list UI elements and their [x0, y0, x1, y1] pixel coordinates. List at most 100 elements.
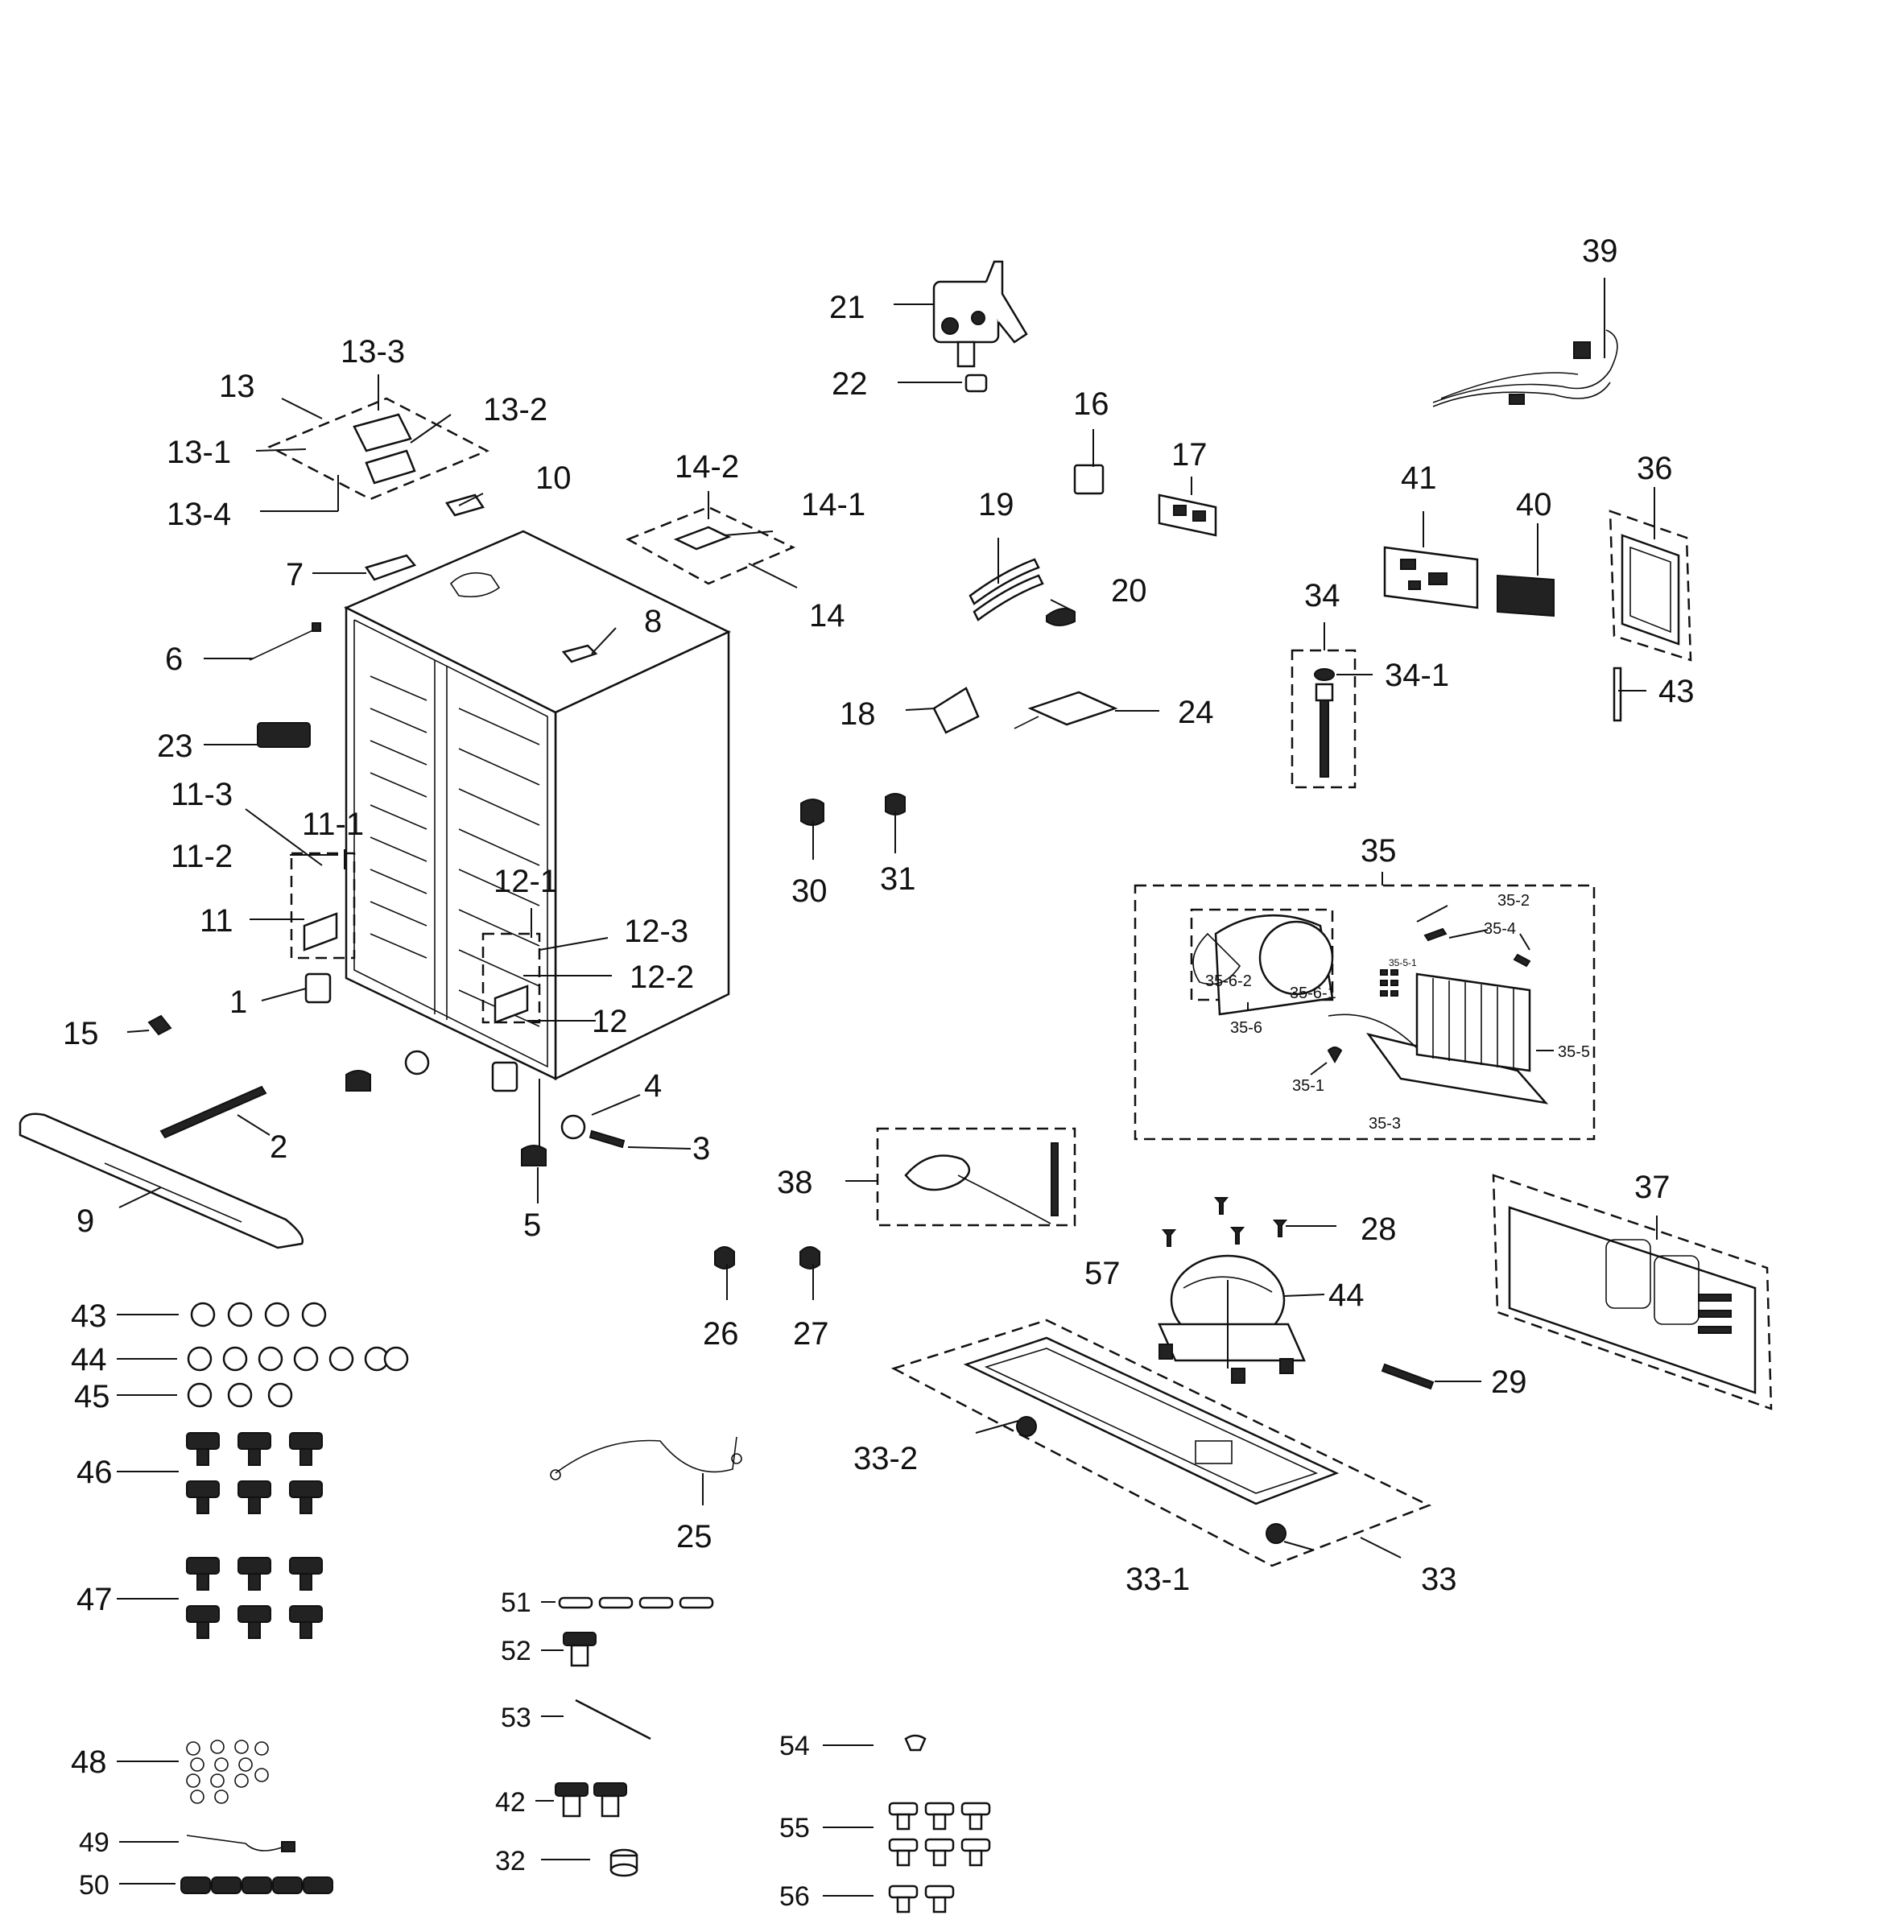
- label-53: 53: [501, 1703, 531, 1733]
- label-35-6-1: 35-6-1: [1290, 985, 1336, 1002]
- label-35-3: 35-3: [1369, 1115, 1401, 1133]
- part-28-screws: [1161, 1197, 1288, 1247]
- label-2: 2: [270, 1129, 287, 1165]
- label-36: 36: [1637, 451, 1673, 486]
- part-1: [304, 972, 332, 1004]
- part-39-wire-harness: [1432, 329, 1618, 407]
- label-43-fasteners: 43: [71, 1298, 107, 1334]
- label-6: 6: [165, 642, 183, 677]
- label-4: 4: [644, 1068, 662, 1104]
- group-36-box: [1609, 510, 1692, 662]
- label-13: 13: [219, 369, 255, 404]
- part-6-cable: [249, 622, 321, 661]
- label-38: 38: [777, 1165, 813, 1200]
- part-37-panel: [1508, 1206, 1757, 1394]
- label-17: 17: [1171, 437, 1208, 473]
- label-42: 42: [495, 1787, 526, 1818]
- label-35-2: 35-2: [1497, 892, 1530, 910]
- part-19: [969, 558, 1044, 621]
- label-35-6: 35-6: [1230, 1019, 1262, 1037]
- label-10: 10: [535, 460, 572, 496]
- label-35-1: 35-1: [1292, 1077, 1324, 1095]
- part-38: [904, 1142, 1059, 1224]
- label-9: 9: [76, 1203, 94, 1239]
- label-20: 20: [1111, 573, 1147, 609]
- fasteners-51: [558, 1596, 714, 1609]
- label-11-3: 11-3: [171, 777, 233, 812]
- part-25-wire: [550, 1436, 742, 1480]
- part-57-compressor: [1158, 1254, 1306, 1384]
- group-38-box: [876, 1127, 1076, 1227]
- fasteners-45: [187, 1382, 293, 1408]
- label-13-1: 13-1: [167, 435, 231, 470]
- part-22: [964, 374, 988, 393]
- label-48: 48: [71, 1744, 107, 1780]
- label-12: 12: [592, 1004, 628, 1039]
- group-33-box: [890, 1319, 1432, 1567]
- label-52: 52: [501, 1636, 531, 1666]
- part-33-base: [963, 1336, 1340, 1505]
- label-33: 33: [1421, 1562, 1457, 1597]
- part-8: [561, 644, 598, 663]
- label-11-2: 11-2: [171, 839, 233, 874]
- label-46: 46: [76, 1455, 113, 1490]
- label-41: 41: [1401, 460, 1437, 496]
- label-39: 39: [1582, 233, 1618, 269]
- part-34: [1314, 668, 1335, 778]
- label-35-6-2: 35-6-2: [1205, 972, 1252, 990]
- label-21: 21: [829, 290, 865, 325]
- part-10: [445, 493, 485, 517]
- label-40: 40: [1516, 487, 1552, 522]
- part-43-rod: [1613, 667, 1622, 722]
- part-20: [1046, 608, 1076, 626]
- part-5-feet: [345, 1070, 547, 1166]
- label-32: 32: [495, 1846, 526, 1876]
- label-12-3: 12-3: [624, 914, 688, 949]
- fasteners-46: [186, 1432, 323, 1514]
- label-5: 5: [523, 1208, 541, 1243]
- part-2: [159, 1085, 267, 1139]
- part-17: [1158, 493, 1217, 537]
- label-35-5-1: 35-5-1: [1389, 957, 1417, 968]
- part-26: [714, 1246, 735, 1269]
- label-35-5: 35-5: [1558, 1043, 1590, 1061]
- label-35: 35: [1361, 833, 1397, 869]
- label-23: 23: [157, 729, 193, 764]
- part-30: [800, 799, 824, 826]
- group-12-box: [481, 932, 541, 1024]
- label-25: 25: [676, 1519, 712, 1554]
- group-11-box: [290, 852, 356, 960]
- label-31: 31: [880, 861, 916, 897]
- part-24: [1014, 691, 1118, 729]
- fasteners-56: [888, 1885, 955, 1913]
- label-26: 26: [703, 1316, 739, 1352]
- part-14-hinge: [673, 526, 732, 551]
- label-34-1: 34-1: [1385, 658, 1449, 693]
- part-23: [257, 722, 311, 748]
- fasteners-47: [186, 1557, 323, 1639]
- part-16: [1073, 464, 1105, 495]
- label-44-fasteners: 44: [71, 1342, 107, 1377]
- fasteners-48: [186, 1740, 269, 1804]
- label-12-1: 12-1: [494, 864, 558, 899]
- label-13-3: 13-3: [341, 334, 405, 369]
- group-13-box: [267, 397, 489, 501]
- part-13-hinge: [353, 413, 416, 485]
- label-28: 28: [1361, 1212, 1397, 1247]
- label-45: 45: [74, 1379, 110, 1414]
- part-49: [186, 1835, 295, 1852]
- label-30: 30: [791, 873, 828, 909]
- part-53: [575, 1699, 651, 1740]
- part-1b: [491, 1061, 518, 1092]
- label-14: 14: [809, 598, 845, 634]
- leader-lines: [117, 278, 1658, 1897]
- fasteners-55: [888, 1802, 991, 1867]
- label-43-rod: 43: [1658, 674, 1695, 709]
- fasteners-42: [555, 1782, 627, 1818]
- label-15: 15: [63, 1016, 99, 1051]
- group-37-box: [1492, 1174, 1773, 1410]
- part-31: [885, 793, 906, 815]
- part-11-hinge: [303, 912, 338, 952]
- part-12-hinge: [494, 985, 529, 1024]
- label-56: 56: [779, 1881, 810, 1912]
